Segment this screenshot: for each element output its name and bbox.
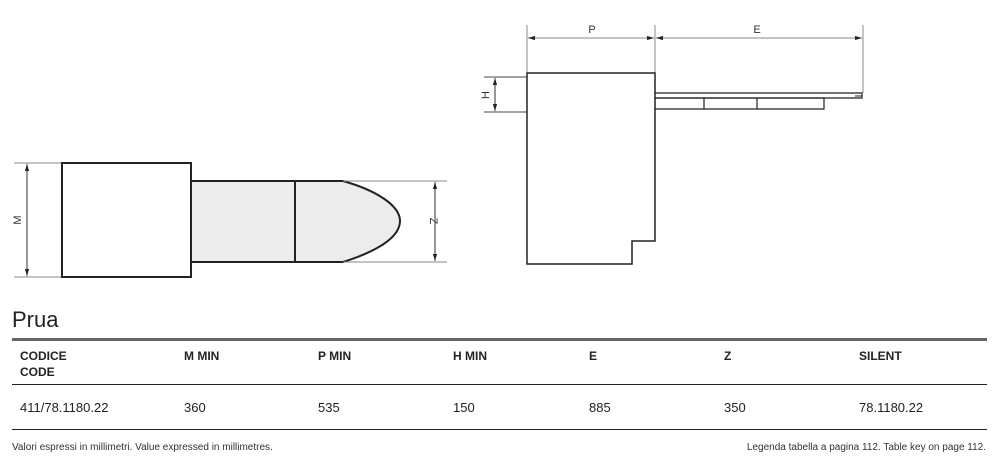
basket-nose	[294, 180, 402, 263]
cell-code: 411/78.1180.22	[20, 400, 109, 415]
header-code-it: CODICE	[20, 349, 67, 363]
table-bottom-rule	[12, 429, 987, 430]
cell-z: 350	[724, 400, 746, 415]
rail	[655, 92, 863, 99]
footer-units-note: Valori espressi in millimetri. Value exp…	[12, 442, 273, 453]
technical-drawing: M Z P E H	[12, 24, 864, 278]
cabinet-side-outline	[526, 72, 656, 265]
header-rule	[12, 384, 987, 385]
h-dimension-label: H	[480, 91, 492, 99]
cell-silent: 78.1180.22	[859, 400, 924, 415]
section-title: Prua	[12, 307, 59, 332]
footer-table-key-note: Legenda tabella a pagina 112. Table key …	[746, 442, 986, 453]
top-view-drawing: M Z	[12, 162, 447, 278]
m-dimension-label: M	[12, 215, 24, 224]
header-code: CODICE CODE	[20, 348, 67, 380]
header-p-min: P MIN	[318, 349, 352, 363]
cell-p-min: 535	[318, 400, 340, 415]
cell-h-min: 150	[453, 400, 475, 415]
table-top-rule	[12, 338, 987, 341]
basket-side	[655, 97, 825, 110]
cabinet-outline	[61, 162, 192, 278]
header-m-min: M MIN	[184, 349, 220, 363]
header-e: E	[589, 349, 598, 363]
header-code-en: CODE	[20, 365, 55, 379]
header-silent: SILENT	[859, 349, 902, 363]
cell-e: 885	[589, 400, 611, 415]
cell-m-min: 360	[184, 400, 206, 415]
z-dimension-label: Z	[427, 218, 439, 225]
header-z: Z	[724, 349, 732, 363]
e-dimension-label: E	[753, 24, 760, 36]
basket-body	[190, 180, 296, 263]
side-view-drawing: P E H	[480, 24, 864, 265]
p-dimension-label: P	[588, 24, 595, 36]
header-h-min: H MIN	[453, 349, 487, 363]
